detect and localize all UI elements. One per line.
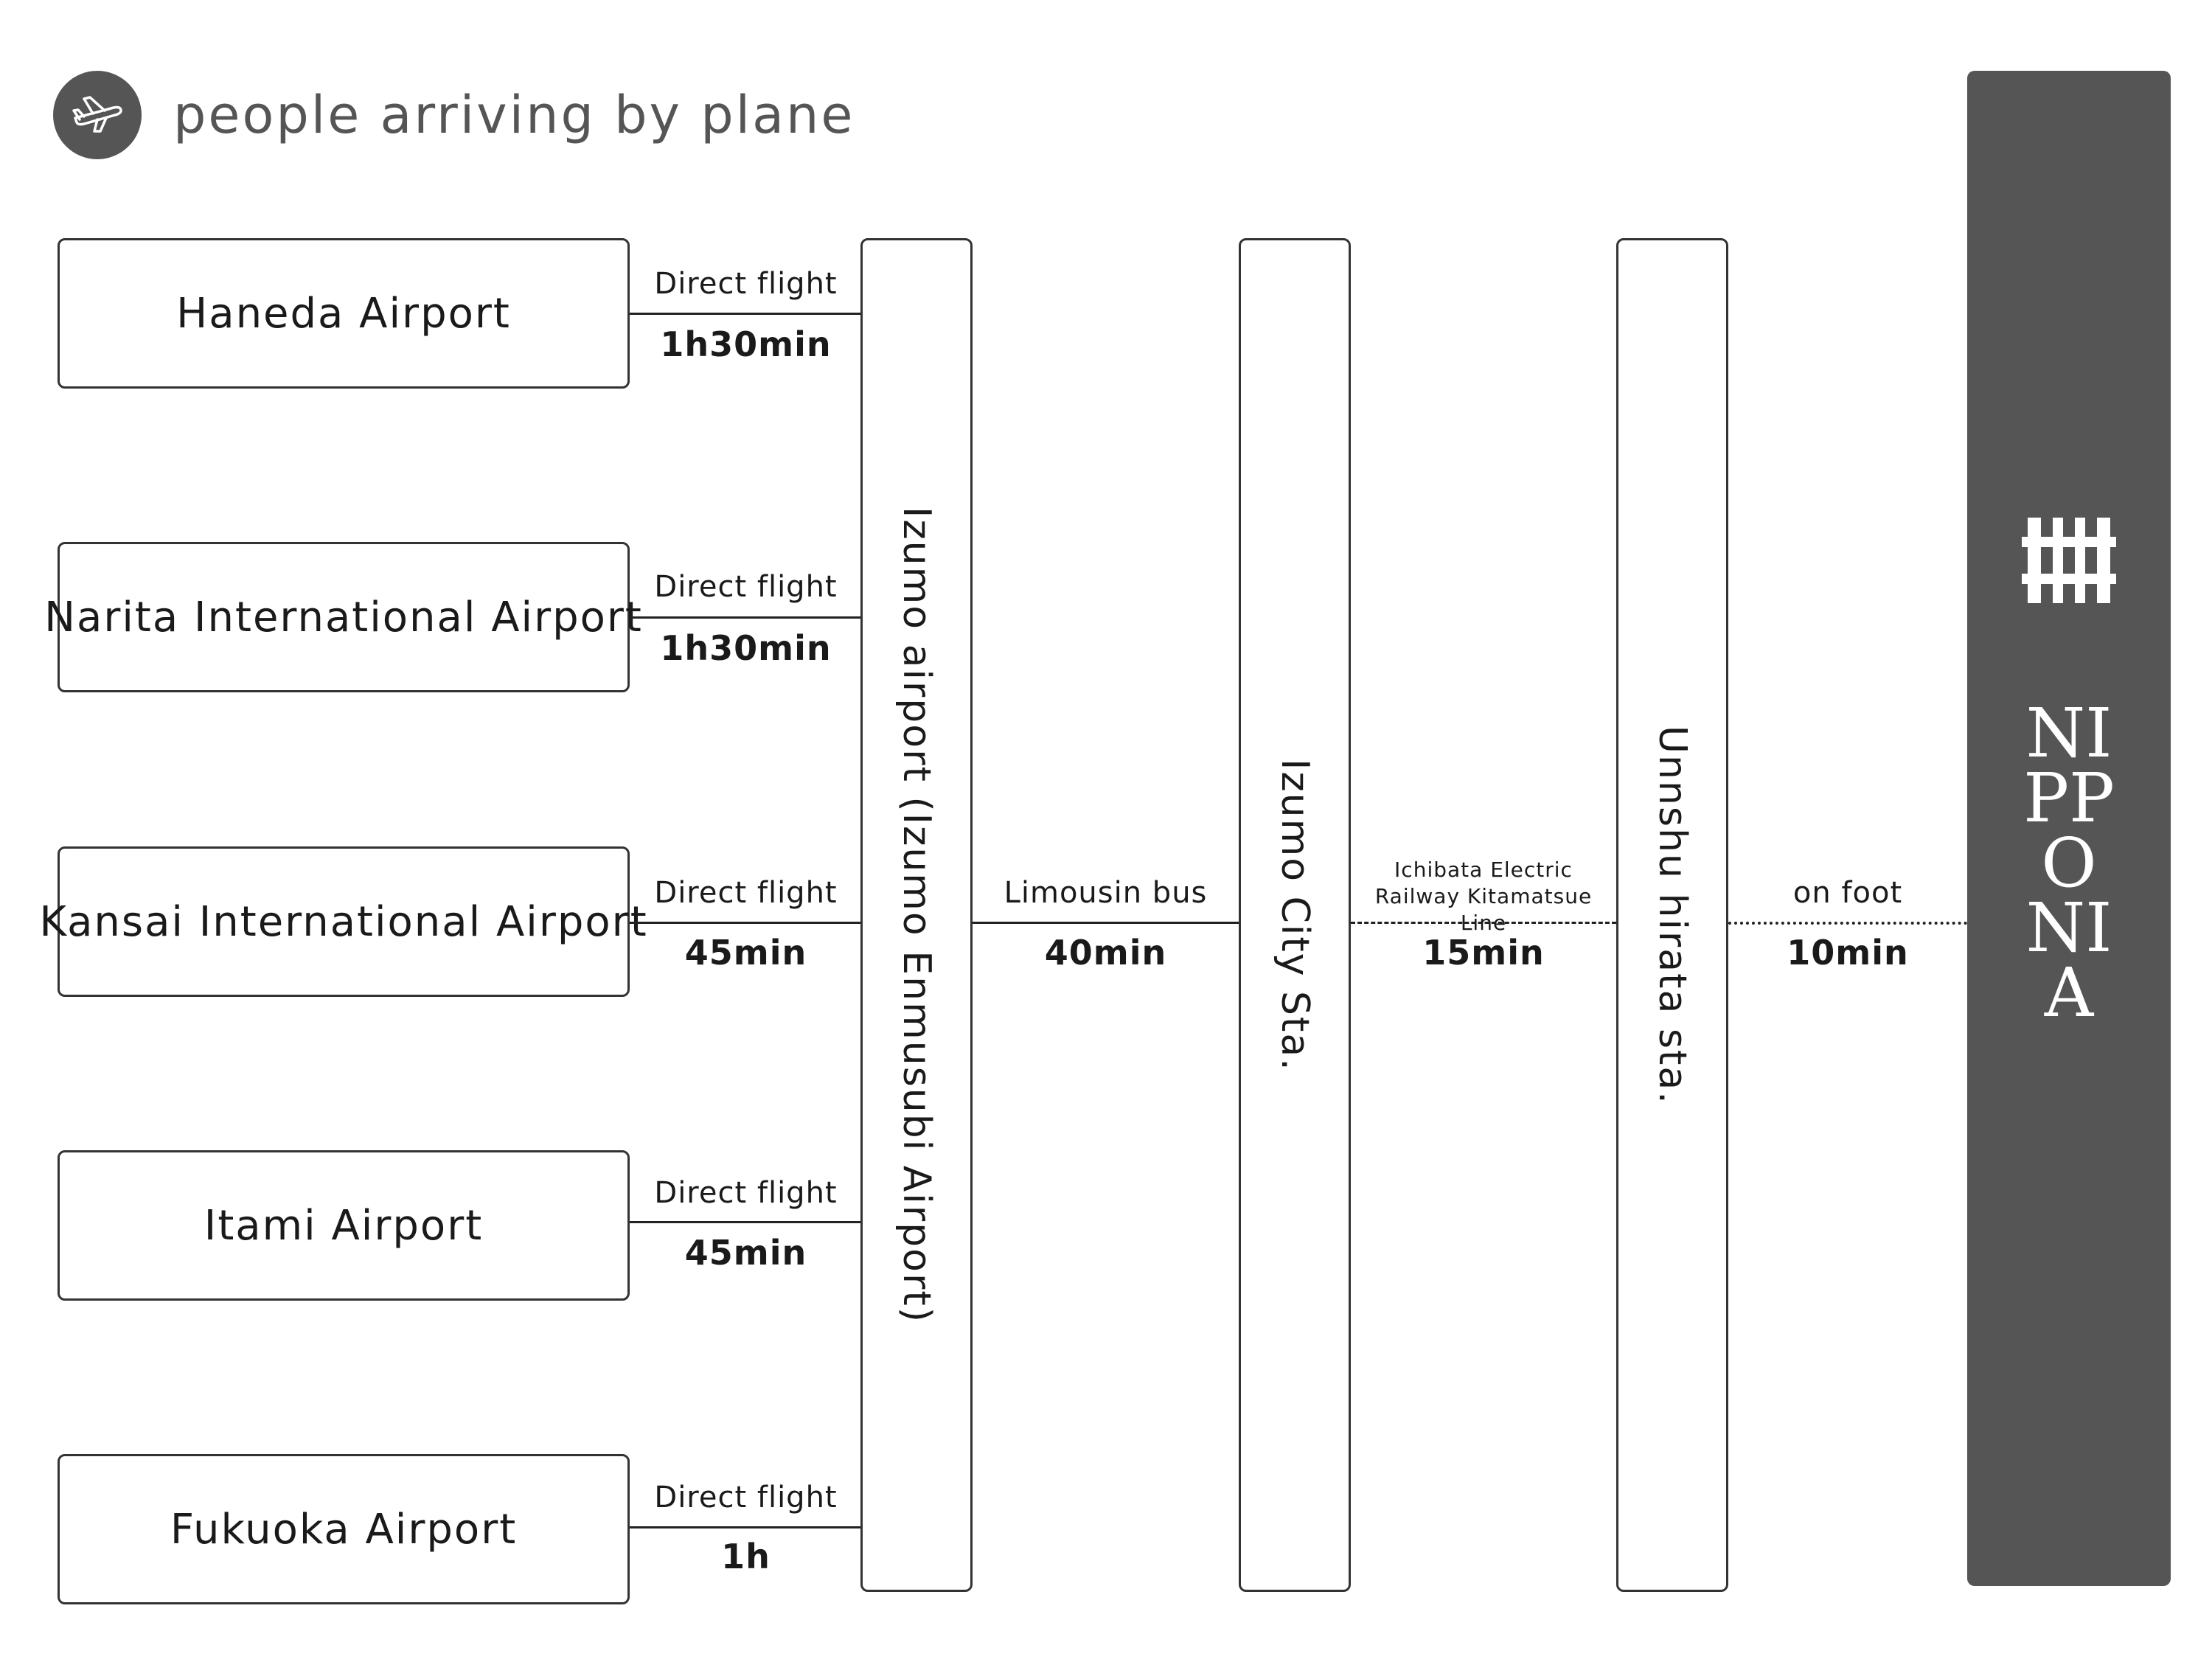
airport-kansai: Kansai International Airport <box>39 846 647 997</box>
airport-name: Haneda Airport <box>176 289 511 338</box>
airport-name: Narita International Airport <box>44 593 643 641</box>
walk-duration: 10min <box>1787 933 1909 973</box>
bus-label: Limousin bus <box>1004 876 1208 910</box>
flight-line <box>630 313 862 315</box>
flight-label: Direct flight <box>654 570 838 604</box>
flight-duration: 1h30min <box>660 324 832 364</box>
plane-badge <box>53 71 142 159</box>
flight-line <box>630 616 862 619</box>
station-name: Izumo City Sta. <box>1273 758 1317 1072</box>
page-title: people arriving by plane <box>173 85 855 145</box>
airport-name: Kansai International Airport <box>39 897 648 946</box>
airport-name: Itami Airport <box>204 1201 484 1250</box>
destination-name: NIPPONIA <box>2023 694 2115 1032</box>
airport-itami: Itami Airport <box>58 1150 630 1301</box>
destination-panel: NIPPONIA <box>1967 71 2171 1586</box>
nipponia-logo-icon <box>2022 518 2116 603</box>
flight-line <box>630 922 862 924</box>
airplane-icon <box>72 96 122 133</box>
bus-line <box>973 922 1239 924</box>
railway-line <box>1351 922 1616 924</box>
railway-duration: 15min <box>1422 933 1545 973</box>
airport-narita: Narita International Airport <box>44 542 641 692</box>
bus-duration: 40min <box>1044 933 1167 973</box>
station-izumo-city: Izumo City Sta. <box>1239 238 1351 1592</box>
flight-label: Direct flight <box>654 1481 838 1514</box>
flight-label: Direct flight <box>654 1176 838 1210</box>
flight-label: Direct flight <box>654 267 838 301</box>
flight-line <box>630 1526 862 1528</box>
flight-duration: 1h30min <box>660 628 832 668</box>
station-izumo-airport: Izumo airport (Izumo Enmusubi Airport) <box>860 238 973 1592</box>
airport-fukuoka: Fukuoka Airport <box>58 1454 630 1604</box>
flight-label: Direct flight <box>654 876 838 910</box>
railway-label: Ichibata Electric Railway Kitamatsue Lin… <box>1374 858 1593 935</box>
flight-duration: 1h <box>721 1537 771 1576</box>
walk-label: on foot <box>1792 876 1903 910</box>
flight-duration: 45min <box>684 933 807 973</box>
flight-line <box>630 1221 862 1223</box>
station-name: Izumo airport (Izumo Enmusubi Airport) <box>894 506 939 1324</box>
station-unnshu-hirata: Unnshu hirata sta. <box>1616 238 1728 1592</box>
station-name: Unnshu hirata sta. <box>1650 725 1694 1105</box>
walk-line <box>1728 922 1967 925</box>
flight-duration: 45min <box>684 1233 807 1273</box>
airport-haneda: Haneda Airport <box>58 238 630 389</box>
airport-name: Fukuoka Airport <box>170 1505 518 1554</box>
